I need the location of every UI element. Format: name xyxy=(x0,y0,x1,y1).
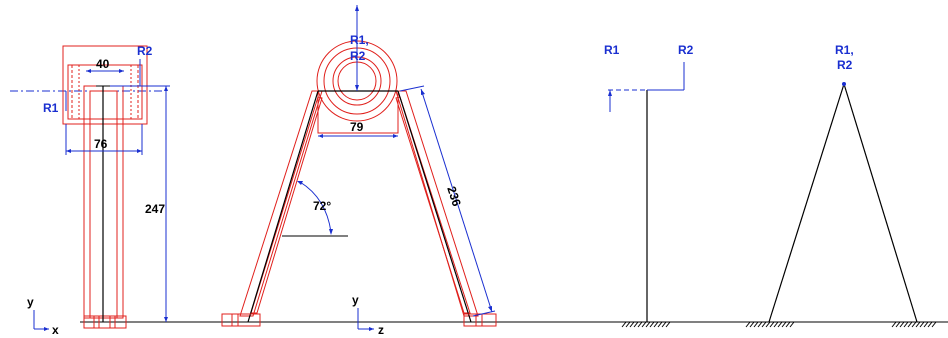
dim-label-40: 40 xyxy=(96,57,110,71)
dim-arrow xyxy=(421,89,425,95)
axis-z-label: z xyxy=(378,323,384,337)
load-marker-arrow xyxy=(355,5,359,11)
reaction-label-r2: R2 xyxy=(678,43,694,57)
axis-x-label: x xyxy=(52,323,59,337)
reaction-label-r2: R2 xyxy=(137,44,153,58)
side-top-cap-inner xyxy=(67,64,143,120)
angle-arrow xyxy=(297,181,303,185)
dim-arrow xyxy=(488,306,492,312)
right-leg-member xyxy=(397,90,472,323)
axis-y-label: y xyxy=(352,293,359,307)
fixed-support-hatch xyxy=(890,321,940,328)
load-node xyxy=(842,82,846,86)
side-base-plate xyxy=(83,315,127,329)
side-top-cap xyxy=(62,45,148,125)
dim-arrow xyxy=(164,317,168,322)
dim-236-ext xyxy=(399,85,425,92)
r1-arrow xyxy=(608,90,612,96)
reaction-label-r1: R1 xyxy=(604,43,620,57)
dim-label-angle: 72° xyxy=(313,199,331,213)
axis-z-arrow xyxy=(369,327,374,331)
fixed-support-hatch xyxy=(744,321,796,328)
right-leg-member xyxy=(843,83,918,323)
dim-arrow xyxy=(119,69,124,73)
axis-y-label: y xyxy=(27,295,34,309)
reaction-label-r2: R2 xyxy=(837,58,853,72)
dim-arrow xyxy=(318,134,323,138)
fixed-support-hatch xyxy=(620,321,674,328)
angle-arrow xyxy=(329,229,333,235)
analysis-model-aframe: R1, R2 xyxy=(744,43,940,328)
left-leg-inner xyxy=(250,96,323,314)
dim-arrow xyxy=(164,86,168,91)
angle-arc xyxy=(299,181,332,233)
reaction-label-r1: R1, xyxy=(835,43,854,57)
reaction-label-r1: R1 xyxy=(43,101,59,115)
dim-arrow xyxy=(137,149,142,153)
left-base-plate xyxy=(221,313,261,327)
dim-label-247: 247 xyxy=(145,202,165,216)
dim-arrow xyxy=(393,134,398,138)
reaction-label-r1: R1, xyxy=(350,33,369,47)
dim-arrow xyxy=(86,69,91,73)
front-view: R1, R2 79 72° 236 y z xyxy=(221,5,497,337)
right-leg-inner xyxy=(395,96,471,314)
dim-arrow xyxy=(66,149,71,153)
side-view: 40 76 247 R2 R1 y x xyxy=(10,44,170,337)
analysis-model-column: R1 R2 xyxy=(604,43,694,328)
dim-label-76: 76 xyxy=(94,137,108,151)
axis-x-arrow xyxy=(44,327,49,331)
dim-236-line xyxy=(420,88,493,313)
dim-label-79: 79 xyxy=(350,120,364,134)
left-leg-member xyxy=(768,83,845,323)
reaction-label-r2: R2 xyxy=(350,49,366,63)
load-marker-arrow xyxy=(355,85,359,91)
dim-236-ext xyxy=(472,310,496,317)
dim-label-236: 236 xyxy=(444,185,464,209)
left-leg-member xyxy=(247,90,319,323)
